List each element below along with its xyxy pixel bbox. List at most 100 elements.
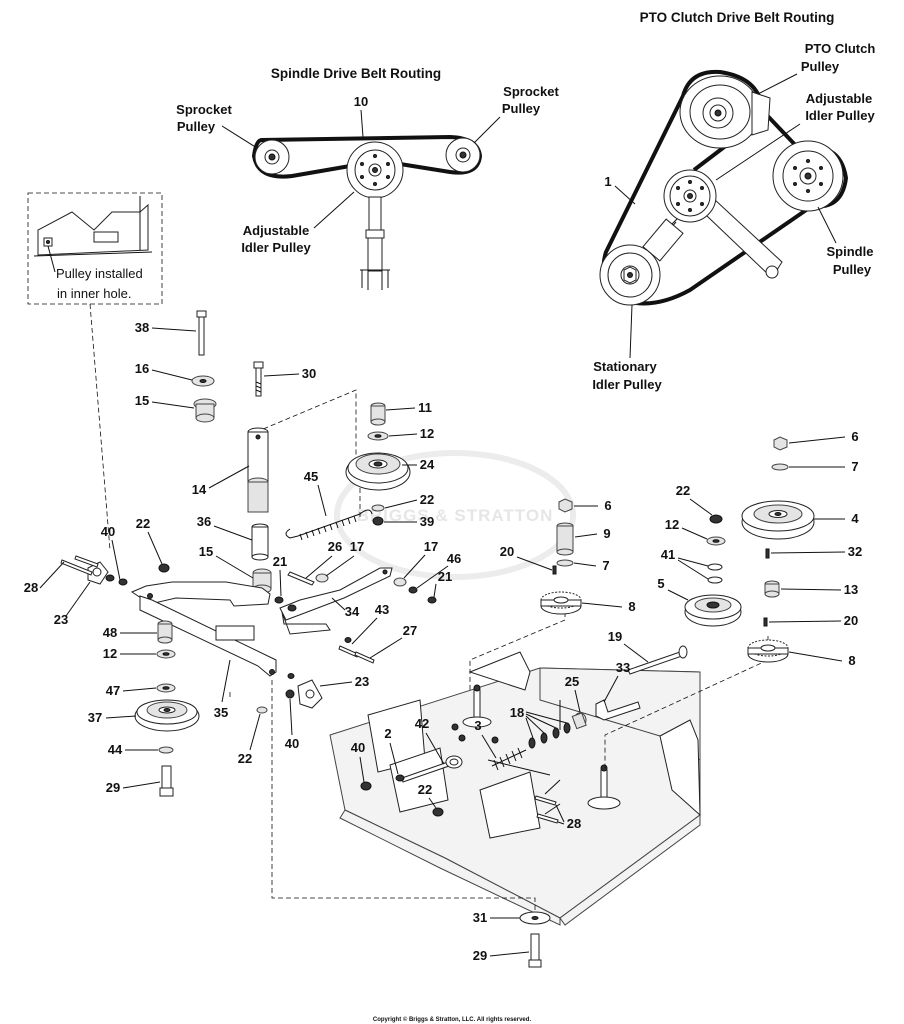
part-46-nut <box>408 586 418 594</box>
part-8-sprocket-right <box>747 639 789 663</box>
part-32-key <box>765 548 770 559</box>
callout-39: 39 <box>420 514 434 529</box>
callout-12c: 12 <box>665 517 679 532</box>
callout-2: 2 <box>384 726 391 741</box>
callout-47: 47 <box>106 683 120 698</box>
part-28-bolts-deck <box>534 795 559 824</box>
part-2-nut <box>395 774 405 782</box>
callout-23a: 23 <box>54 612 68 627</box>
pto-spindle-pulley <box>772 140 844 212</box>
part-30-bolt <box>253 361 264 397</box>
label-sprocket-right-1: Sprocket <box>503 84 559 99</box>
inset-text-line-1: Pulley installed <box>56 266 143 281</box>
part-7-washer-right <box>771 463 789 471</box>
callout-24: 24 <box>420 457 435 472</box>
callout-31: 31 <box>473 910 487 925</box>
callout-45: 45 <box>304 469 318 484</box>
callout-34: 34 <box>345 604 360 619</box>
callout-8a: 8 <box>628 599 635 614</box>
callout-22c: 22 <box>238 751 252 766</box>
callout-16: 16 <box>135 361 149 376</box>
label-pto-adj-idler-1: Adjustable <box>806 91 872 106</box>
callout-22e: 22 <box>418 782 432 797</box>
callout-17a: 17 <box>350 539 364 554</box>
part-22-washer-bottom <box>256 706 268 714</box>
callout-10: 10 <box>354 94 368 109</box>
part-17-washer-b <box>393 577 407 587</box>
part-40-nut-right <box>285 689 295 699</box>
part-14-idler-arm <box>247 427 269 513</box>
callout-21a: 21 <box>273 554 287 569</box>
callout-19: 19 <box>608 629 622 644</box>
label-pto-adj-idler-2: Idler Pulley <box>805 108 875 123</box>
part-44-washer <box>158 746 174 754</box>
part-37-pulley <box>134 699 200 732</box>
part-22-washer-idler <box>371 504 385 512</box>
inset-detail: Pulley installed in inner hole. <box>27 192 163 305</box>
stationary-idler-pulley <box>599 244 661 306</box>
part-18-washers <box>528 722 571 749</box>
part-22-nut-deck <box>432 807 444 817</box>
part-29-bolt-left <box>159 765 174 797</box>
callout-14: 14 <box>192 482 207 497</box>
spindle-belt-routing: Spindle Drive Belt Routing <box>176 66 559 290</box>
callout-29b: 29 <box>473 948 487 963</box>
part-8-sprocket-center <box>540 591 582 615</box>
callout-15a: 15 <box>135 393 149 408</box>
watermark-logo: BRIGGS & STRATTON <box>334 450 576 580</box>
callout-7a: 7 <box>851 459 858 474</box>
part-36-spacer <box>251 523 269 561</box>
label-sprocket-left-1: Sprocket <box>176 102 232 117</box>
callout-28b: 28 <box>567 816 581 831</box>
label-pto-clutch-1: PTO Clutch <box>805 41 876 56</box>
callout-5: 5 <box>657 576 664 591</box>
label-sprocket-right-2: Pulley <box>502 101 541 116</box>
part-6-nut-right <box>773 436 788 451</box>
callout-7b: 7 <box>602 558 609 573</box>
part-42-eye-bolt <box>401 755 463 783</box>
callout-48: 48 <box>103 625 117 640</box>
part-15-bushing-top <box>193 398 217 423</box>
part-13-spacer <box>764 580 780 598</box>
callout-18: 18 <box>510 705 524 720</box>
callout-46: 46 <box>447 551 461 566</box>
callout-30: 30 <box>302 366 316 381</box>
callout-32: 32 <box>848 544 862 559</box>
part-39-nut <box>372 516 384 526</box>
part-28-bolts-left <box>60 555 99 576</box>
right-sprocket-pulley <box>445 137 481 173</box>
part-40-nut-deck <box>360 781 372 791</box>
callouts: 38 16 15 30 11 12 24 14 45 22 39 36 15 2… <box>24 320 862 963</box>
label-spindle-pulley-2: Pulley <box>833 262 872 277</box>
part-24-idler-pulley <box>345 452 411 491</box>
callout-4: 4 <box>851 511 859 526</box>
callout-38: 38 <box>135 320 149 335</box>
part-25-spacer <box>571 712 587 730</box>
spindle-routing-heading: Spindle Drive Belt Routing <box>271 66 441 81</box>
part-19-pin <box>627 645 688 675</box>
callout-12a: 12 <box>420 426 434 441</box>
callout-28a: 28 <box>24 580 38 595</box>
callout-3: 3 <box>474 718 481 733</box>
callout-40a: 40 <box>101 524 115 539</box>
pto-clutch-pulley <box>679 75 771 149</box>
part-34-arm <box>279 567 393 635</box>
inset-text-line-2: in inner hole. <box>57 286 131 301</box>
label-sprocket-left-2: Pulley <box>177 119 216 134</box>
part-3-spring <box>491 747 527 771</box>
part-45-spring <box>285 509 373 541</box>
part-33-bracket <box>595 699 641 721</box>
part-11-spacer <box>370 402 386 426</box>
label-spindle-pulley-1: Spindle <box>827 244 874 259</box>
callout-13: 13 <box>844 582 858 597</box>
part-17-washer-a <box>315 573 329 583</box>
part-29-bolt-bottom <box>528 933 542 968</box>
callout-44: 44 <box>108 742 123 757</box>
callout-9: 9 <box>603 526 610 541</box>
callout-8b: 8 <box>848 653 855 668</box>
callout-40b: 40 <box>285 736 299 751</box>
part-38-bolt <box>196 310 207 356</box>
part-41-washer-b <box>707 576 723 584</box>
mower-deck <box>329 651 701 926</box>
